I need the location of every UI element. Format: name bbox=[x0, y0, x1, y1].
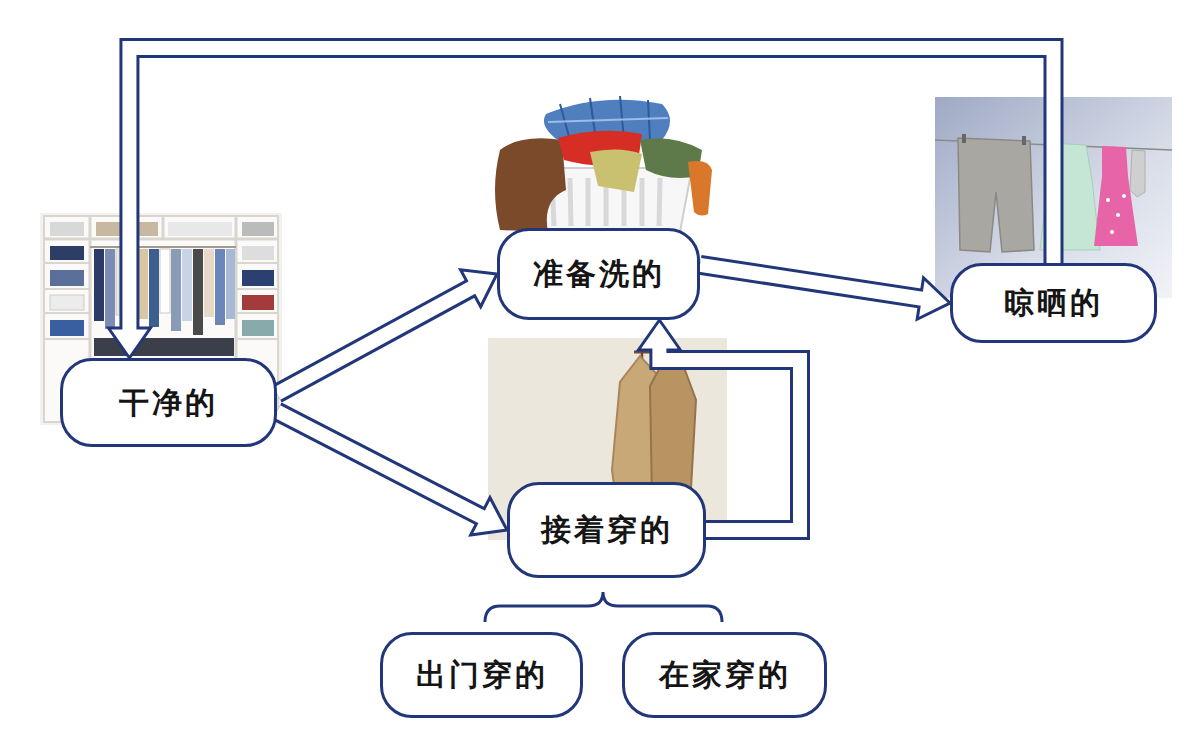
node-text: 出门穿的 bbox=[416, 657, 548, 693]
wardrobe-picture-part bbox=[160, 249, 170, 313]
arrow-fill bbox=[700, 265, 925, 299]
arrow-fill bbox=[277, 286, 475, 394]
drying-line-picture-part bbox=[1110, 230, 1114, 234]
laundry-basket-picture-part bbox=[640, 178, 645, 226]
wardrobe-picture-part bbox=[94, 249, 104, 321]
node-text: 在家穿的 bbox=[659, 657, 791, 693]
wardrobe-picture-part bbox=[236, 312, 278, 314]
wardrobe-picture-part bbox=[44, 338, 90, 340]
hollow-arrow bbox=[277, 270, 497, 394]
drying-line-picture-part bbox=[1122, 194, 1126, 198]
wardrobe-picture-part bbox=[44, 262, 90, 264]
arrow-fill bbox=[129, 48, 1053, 333]
node-text: 准备洗的 bbox=[533, 256, 665, 292]
node-text: 晾晒的 bbox=[1004, 285, 1103, 321]
drying-line-picture-part bbox=[958, 138, 1034, 252]
laundry-basket-picture-part bbox=[586, 178, 591, 226]
wardrobe-picture-part bbox=[162, 216, 165, 239]
wardrobe-picture-part bbox=[50, 320, 84, 336]
wardrobe-picture-part bbox=[90, 246, 236, 248]
wardrobe-picture-part bbox=[149, 249, 159, 327]
label-pill: 出门穿的 bbox=[380, 632, 583, 718]
drying-line-picture-part bbox=[962, 134, 966, 143]
wardrobe-picture-part bbox=[94, 338, 234, 356]
wardrobe-picture-part bbox=[215, 249, 225, 325]
laundry-basket-picture-part bbox=[548, 118, 668, 122]
wardrobe-picture-part bbox=[50, 270, 84, 286]
label-pill: 准备洗的 bbox=[497, 228, 700, 320]
laundry-basket-picture-part bbox=[688, 161, 712, 216]
node-text: 干净的 bbox=[119, 385, 218, 421]
wardrobe-picture-part bbox=[168, 222, 232, 236]
wardrobe-picture-part bbox=[182, 249, 192, 321]
laundry-basket-picture-part bbox=[495, 138, 566, 232]
wardrobe-picture-part bbox=[50, 222, 84, 236]
label-pill: 晾晒的 bbox=[950, 263, 1157, 343]
laundry-basket-picture-part bbox=[570, 178, 571, 226]
hollow-arrow bbox=[700, 265, 950, 319]
hollow-arrow bbox=[108, 48, 1053, 358]
node-text: 接着穿的 bbox=[541, 512, 673, 548]
wardrobe-picture-part bbox=[44, 288, 90, 290]
wardrobe-picture-part bbox=[50, 246, 84, 260]
label-pill: 接着穿的 bbox=[507, 482, 706, 578]
wardrobe-picture-part bbox=[242, 270, 274, 286]
curly-brace bbox=[485, 592, 722, 622]
wardrobe-picture-part bbox=[138, 249, 148, 319]
wardrobe-picture-part bbox=[204, 249, 214, 317]
label-pill: 干净的 bbox=[60, 358, 277, 447]
laundry-basket-picture-part bbox=[590, 149, 642, 192]
wardrobe-picture-part bbox=[242, 246, 274, 260]
wardrobe-picture-part bbox=[236, 338, 278, 340]
wardrobe-picture-part bbox=[50, 295, 84, 310]
drying-line-picture-part bbox=[1116, 213, 1120, 217]
laundry-basket-picture-part bbox=[648, 100, 650, 140]
label-pill: 在家穿的 bbox=[622, 632, 827, 718]
arrow-outline bbox=[129, 48, 1053, 329]
drying-line-picture-part bbox=[1022, 136, 1026, 145]
wardrobe-picture-part bbox=[171, 249, 181, 331]
wardrobe-picture-part bbox=[105, 249, 115, 329]
hollow-arrow bbox=[277, 411, 507, 535]
wardrobe-picture-part bbox=[242, 295, 274, 310]
wardrobe-picture-part bbox=[193, 249, 203, 335]
drying-line-picture-part bbox=[1106, 198, 1110, 202]
wardrobe-picture-part bbox=[44, 238, 278, 241]
wardrobe-picture-part bbox=[242, 320, 274, 336]
wardrobe-picture-part bbox=[226, 249, 235, 319]
wardrobe-picture-part bbox=[236, 262, 278, 264]
wardrobe-picture-part bbox=[236, 288, 278, 290]
wardrobe-picture-part bbox=[242, 222, 274, 236]
arrow-fill bbox=[277, 411, 485, 518]
wardrobe-picture-part bbox=[44, 312, 90, 314]
drying-line-picture-part bbox=[1130, 150, 1145, 197]
laundry-basket-picture-part bbox=[659, 178, 660, 226]
laundry-basket-picture bbox=[495, 96, 712, 232]
